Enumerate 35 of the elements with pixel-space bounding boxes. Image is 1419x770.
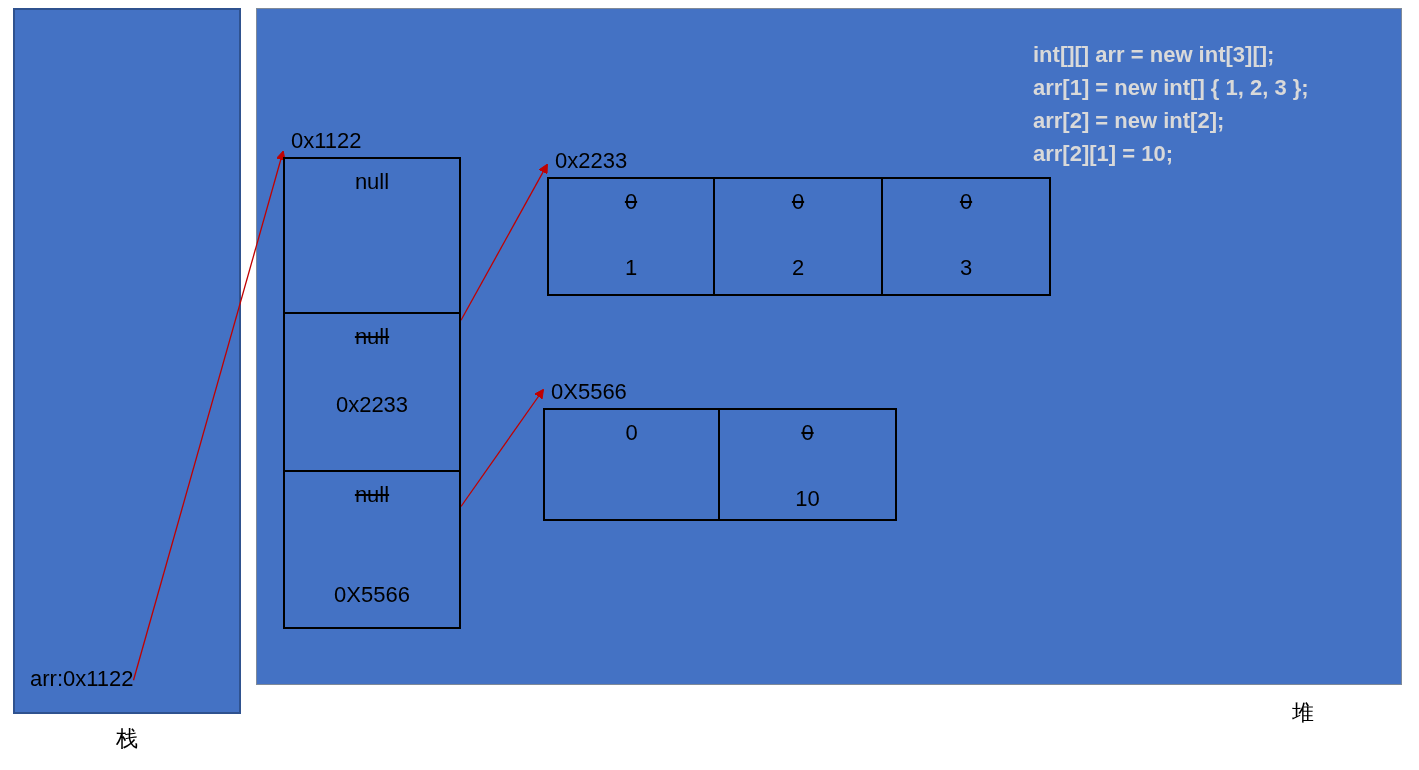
cell-value: null (354, 324, 390, 349)
cell-value: 2 (791, 255, 805, 280)
panel-label: 堆 (1291, 700, 1315, 726)
panel-label: 栈 (115, 726, 139, 752)
code-line: arr[2][1] = 10; (1033, 141, 1173, 167)
cell-value: 10 (795, 486, 820, 511)
code-line: arr[2] = new int[2]; (1033, 108, 1225, 134)
array-cell (720, 408, 897, 521)
cell-value: null (354, 169, 390, 194)
arrow (460, 163, 548, 321)
array-cell (715, 177, 883, 296)
address-label: 0x1122 (291, 128, 362, 154)
array-cell (883, 177, 1051, 296)
cell-value: 0 (959, 189, 973, 214)
cell-value: 0X5566 (334, 582, 410, 607)
address-label: 0X5566 (551, 379, 627, 405)
array-cell (543, 408, 720, 521)
cell-value: 1 (624, 255, 638, 280)
cell-value: 0 (625, 420, 638, 445)
cell-value: 0x2233 (335, 392, 409, 417)
array-cell (547, 177, 715, 296)
cell-value: 3 (959, 255, 973, 280)
cell-value: null (354, 482, 390, 507)
array-cell (283, 314, 461, 472)
array-cell (283, 157, 461, 314)
cell-value: 0 (801, 420, 814, 445)
variable-label: arr:0x1122 (30, 666, 134, 692)
arrow (460, 388, 544, 508)
code-line: arr[1] = new int[] { 1, 2, 3 }; (1033, 75, 1309, 101)
arrow (132, 150, 286, 681)
cell-value: 0 (791, 189, 805, 214)
address-label: 0x2233 (555, 148, 628, 174)
code-line: int[][] arr = new int[3][]; (1033, 42, 1275, 68)
array-cell (283, 472, 461, 629)
cell-value: 0 (624, 189, 638, 214)
